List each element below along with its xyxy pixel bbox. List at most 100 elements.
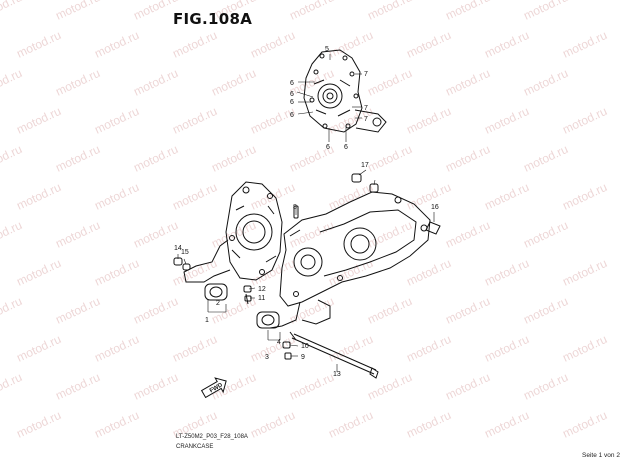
watermark-text: motod.ru [14, 332, 63, 365]
callout-11: 11 [258, 295, 265, 302]
watermark-text: motod.ru [209, 218, 258, 251]
watermark-text: motod.ru [404, 408, 453, 441]
watermark-text: motod.ru [170, 104, 219, 137]
watermark-text: motod.ru [482, 332, 531, 365]
watermark-text: motod.ru [0, 294, 24, 327]
watermark-text: motod.ru [14, 256, 63, 289]
watermark-text: motod.ru [170, 28, 219, 61]
figure-code: LT-Z50M2_P03_F28_108A [176, 434, 248, 440]
page-number: Seite 1 von 2 [582, 452, 620, 459]
watermark-text: motod.ru [287, 0, 336, 23]
crankcase-cover-part[interactable] [303, 49, 387, 133]
callout-6-f: 6 [344, 144, 348, 151]
watermark-text: motod.ru [14, 408, 63, 441]
watermark-text: motod.ru [53, 218, 102, 251]
callout-3: 3 [265, 354, 269, 361]
watermark-text: motod.ru [560, 332, 609, 365]
watermark-text: motod.ru [92, 332, 141, 365]
callout-12: 12 [258, 286, 266, 293]
watermark-text: motod.ru [131, 142, 180, 175]
watermark-text: motod.ru [53, 66, 102, 99]
watermark-text: motod.ru [0, 66, 24, 99]
watermark-text: motod.ru [170, 180, 219, 213]
watermark-text: motod.ru [326, 28, 375, 61]
watermark-text: motod.ru [53, 142, 102, 175]
watermark-text: motod.ru [131, 370, 180, 403]
callout-4: 4 [277, 339, 281, 346]
watermark-text: motod.ru [248, 332, 297, 365]
watermark-text: motod.ru [131, 294, 180, 327]
leader-lines [177, 54, 435, 372]
watermark-text: motod.ru [443, 0, 492, 23]
watermark-text: motod.ru [248, 256, 297, 289]
watermark-text: motod.ru [482, 408, 531, 441]
watermark-text: motod.ru [521, 66, 570, 99]
watermark-text: motod.ru [0, 370, 24, 403]
callout-6-b: 6 [290, 80, 294, 87]
watermark-text: motod.ru [521, 218, 570, 251]
watermark-text: motod.ru [404, 256, 453, 289]
callout-6-c: 6 [290, 99, 294, 106]
watermark-text: motod.ru [131, 218, 180, 251]
watermark-text: motod.ru [404, 104, 453, 137]
watermark-text: motod.ru [365, 142, 414, 175]
callout-14: 14 [174, 245, 182, 252]
figure-section: CRANKCASE [176, 444, 214, 450]
callout-6-a: 5 [325, 46, 329, 53]
watermark-text: motod.ru [560, 28, 609, 61]
watermark-text: motod.ru [53, 370, 102, 403]
callout-1: 1 [205, 317, 209, 324]
crankcase-left-half-part[interactable] [183, 181, 283, 301]
watermark-layer: motod.ru motod.ru motod.ru motod.ru motod.ru… [0, 0, 609, 441]
watermark-text: motod.ru [92, 104, 141, 137]
watermark-text: motod.ru [404, 28, 453, 61]
callout-2: 2 [216, 300, 220, 307]
callout-9: 9 [301, 354, 305, 361]
callout-17: 17 [361, 162, 369, 169]
watermark-text: motod.ru [326, 256, 375, 289]
watermark-text: motod.ru [326, 180, 375, 213]
watermark-text: motod.ru [92, 28, 141, 61]
watermark-text: motod.ru [560, 256, 609, 289]
callout-15: 15 [181, 249, 189, 256]
long-bolt-part[interactable] [289, 331, 379, 379]
watermark-text: motod.ru [170, 332, 219, 365]
watermark-text: motod.ru [443, 294, 492, 327]
watermark-text: motod.ru [53, 0, 102, 23]
watermark-text: motod.ru [0, 142, 24, 175]
callout-7-b: 7 [364, 105, 368, 112]
watermark-text: motod.ru [209, 66, 258, 99]
watermark-text: motod.ru [53, 294, 102, 327]
watermark-text: motod.ru [443, 142, 492, 175]
watermark-text: motod.ru [521, 294, 570, 327]
callout-6-g: 6 [290, 91, 294, 98]
watermark-text: motod.ru [443, 370, 492, 403]
watermark-text: motod.ru [287, 218, 336, 251]
watermark-text: motod.ru [92, 256, 141, 289]
callout-6-d: 6 [290, 112, 294, 119]
watermark-text: motod.ru [404, 332, 453, 365]
callout-10: 10 [301, 343, 309, 350]
watermark-text: motod.ru [287, 294, 336, 327]
watermark-text: motod.ru [0, 0, 24, 23]
watermark-text: motod.ru [209, 142, 258, 175]
watermark-text: motod.ru [248, 28, 297, 61]
callout-8: 8 [293, 204, 297, 211]
watermark-text: motod.ru [560, 104, 609, 137]
watermark-text: motod.ru [521, 370, 570, 403]
watermark-text: motod.ru [287, 370, 336, 403]
callout-7-c: 7 [364, 116, 368, 123]
watermark-text: motod.ru [404, 180, 453, 213]
watermark-text: motod.ru [521, 142, 570, 175]
watermark-text: motod.ru [521, 0, 570, 23]
watermark-text: motod.ru [482, 180, 531, 213]
figure-title: FIG.108A [173, 10, 253, 28]
watermark-text: motod.ru [14, 180, 63, 213]
watermark-text: motod.ru [92, 180, 141, 213]
crankcase-right-half-part[interactable] [256, 191, 431, 329]
watermark-text: motod.ru [482, 104, 531, 137]
watermark-text: motod.ru [326, 408, 375, 441]
watermark-text: motod.ru [92, 408, 141, 441]
callout-labels: 5 6 6 6 6 6 6 7 7 7 1 2 3 4 8 9 10 11 12… [174, 46, 439, 378]
callout-16: 16 [431, 204, 439, 211]
